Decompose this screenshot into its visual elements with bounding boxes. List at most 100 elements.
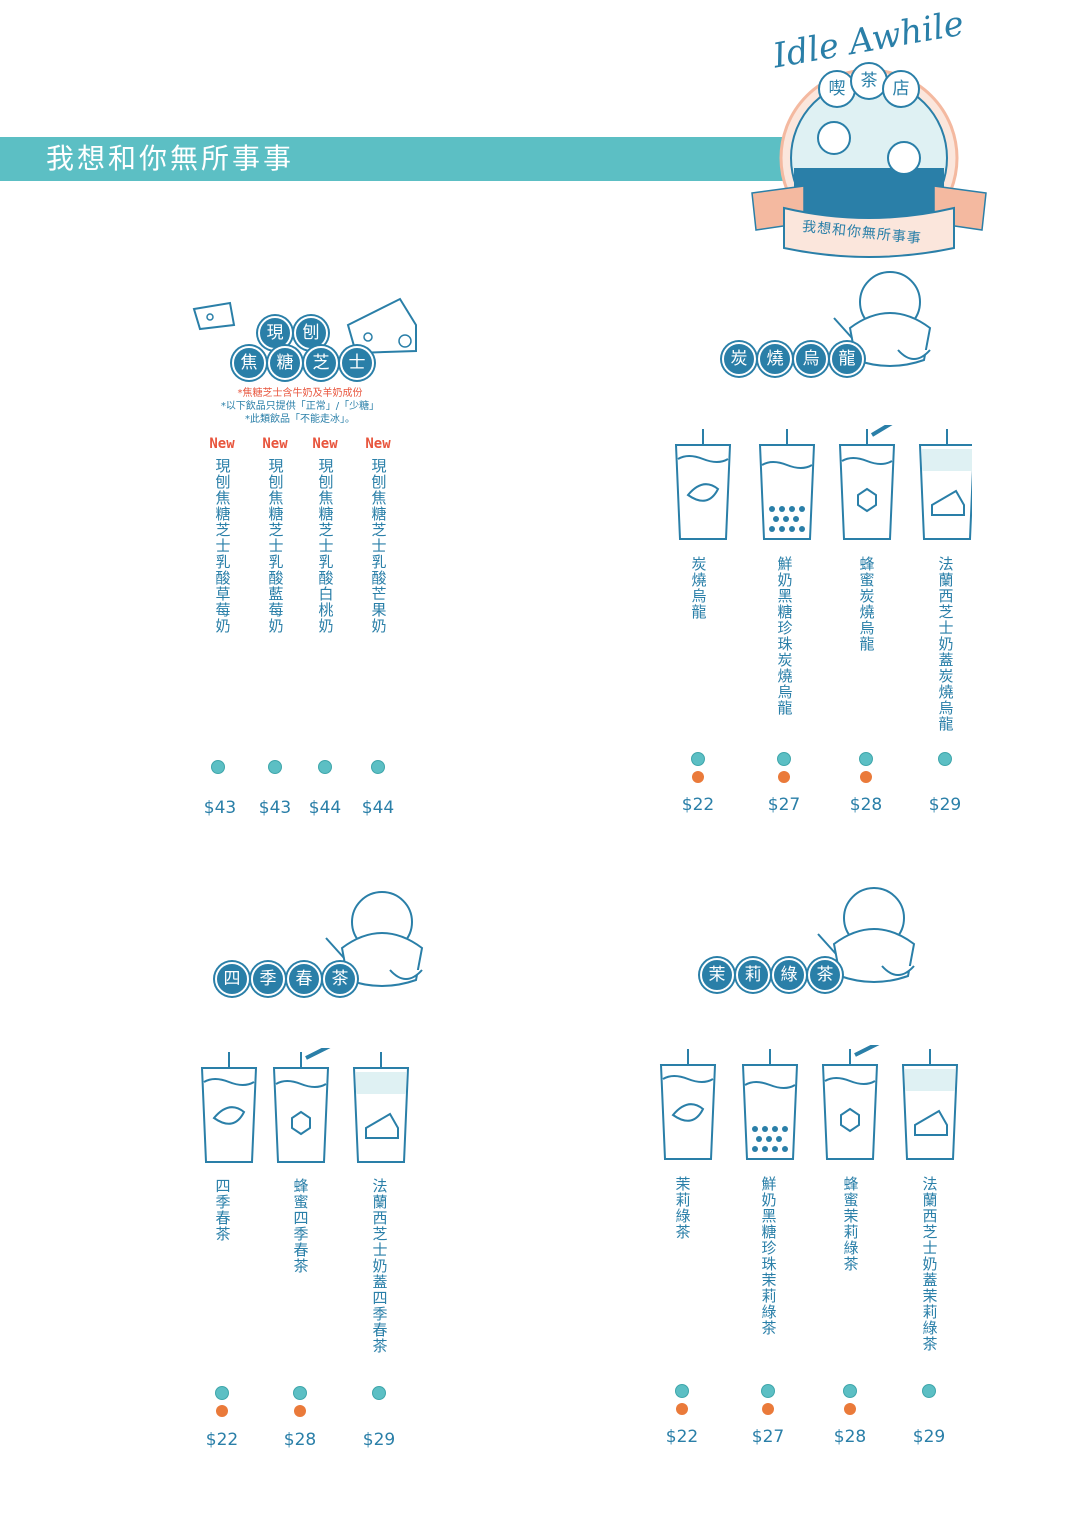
cheese-header-bottom: 焦 糖 芝 士 (232, 346, 374, 380)
new-badge: New (262, 436, 288, 452)
ice-icon (293, 1386, 307, 1400)
item-name: 四季春茶 (213, 1178, 232, 1242)
hot-cold-icons (820, 1384, 880, 1415)
menu-item-cheese-strawberry: New 現刨焦糖芝士乳酸草莓奶 (192, 436, 252, 634)
item-price: $43 (258, 798, 292, 818)
item-price: $44 (308, 798, 342, 818)
hot-cold-icons (668, 752, 728, 783)
ice-icon (215, 1386, 229, 1400)
header-char: 茶 (323, 962, 357, 996)
cheese-header-top: 現 刨 (258, 316, 328, 350)
top-banner: 我想和你無所事事 (0, 137, 800, 181)
header-char: 茶 (808, 958, 842, 992)
hot-cold-icons (295, 760, 355, 774)
menu-item-cheese-peach: New 現刨焦糖芝士乳酸白桃奶 (295, 436, 355, 634)
header-char: 士 (340, 346, 374, 380)
item-price: $29 (912, 1427, 946, 1447)
fire-icon (860, 771, 872, 783)
item-price: $43 (203, 798, 237, 818)
fire-icon (778, 771, 790, 783)
item-price: $22 (681, 795, 715, 815)
ice-icon (922, 1384, 936, 1398)
note-line-3: *此類飲品「不能走冰」。 (245, 414, 355, 425)
ice-icon (211, 760, 225, 774)
item-price: $28 (849, 795, 883, 815)
menu-item-cheese-four-season: 法蘭西芝士奶蓋四季春茶 (349, 1178, 409, 1354)
cup-honey-icon (821, 1045, 880, 1160)
hot-cold-icons (188, 760, 248, 774)
menu-item-cheese-jasmine: 法蘭西芝士奶蓋茉莉綠茶 (899, 1176, 959, 1352)
item-name: 鮮奶黑糖珍珠茉莉綠茶 (759, 1176, 778, 1336)
header-char: 莉 (736, 958, 770, 992)
hot-cold-icons (245, 760, 305, 774)
item-price: $28 (283, 1430, 317, 1450)
menu-item-pearl-jasmine: 鮮奶黑糖珍珠茉莉綠茶 (738, 1176, 798, 1336)
hot-cold-icons (915, 752, 975, 766)
item-name: 蜂蜜茉莉綠茶 (841, 1176, 860, 1272)
item-name: 茉莉綠茶 (673, 1176, 692, 1240)
menu-item-honey-oolong: 蜂蜜炭燒烏龍 (836, 556, 896, 652)
header-char: 龍 (830, 342, 864, 376)
item-price: $44 (361, 798, 395, 818)
hot-cold-icons (192, 1386, 252, 1417)
cup-tea-leaf-icon (674, 429, 732, 540)
item-name: 法蘭西芝士奶蓋四季春茶 (370, 1178, 389, 1354)
item-name: 蜂蜜四季春茶 (291, 1178, 310, 1274)
teapot-illustration (817, 887, 916, 983)
item-price: $29 (362, 1430, 396, 1450)
oolong-cups (674, 425, 972, 540)
new-badge: New (209, 436, 235, 452)
ice-icon (938, 752, 952, 766)
banner-title: 我想和你無所事事 (46, 142, 295, 175)
fire-icon (844, 1403, 856, 1415)
item-price: $29 (928, 795, 962, 815)
item-name: 炭燒烏龍 (689, 556, 708, 620)
menu-item-pearl-oolong: 鮮奶黑糖珍珠炭燒烏龍 (754, 556, 814, 716)
ice-icon (318, 760, 332, 774)
hot-cold-icons (754, 752, 814, 783)
header-char: 四 (215, 962, 249, 996)
four-season-cups (200, 1048, 410, 1163)
logo-badge-graphic (751, 68, 987, 258)
menu-item-cheese-oolong: 法蘭西芝士奶蓋炭燒烏龍 (915, 556, 975, 732)
cup-honey-icon (838, 425, 896, 540)
cup-cheese-icon (901, 1049, 959, 1160)
note-line-1: *焦糖芝士含牛奶及羊奶成份 (237, 388, 363, 399)
header-char: 茉 (700, 958, 734, 992)
item-name: 法蘭西芝士奶蓋茉莉綠茶 (920, 1176, 939, 1352)
cup-pearl-icon (758, 429, 816, 540)
menu-item-charcoal-oolong: 炭燒烏龍 (668, 556, 728, 620)
hot-cold-icons (836, 752, 896, 783)
hot-cold-icons (652, 1384, 712, 1415)
cheese-notes: *焦糖芝士含牛奶及羊奶成份 *以下飲品只提供「正常」/「少糖」 *此類飲品「不能… (200, 387, 400, 426)
ice-icon (372, 1386, 386, 1400)
item-price: $27 (767, 795, 801, 815)
header-char: 烏 (794, 342, 828, 376)
header-char: 現 (258, 316, 292, 350)
cup-tea-leaf-icon (200, 1052, 258, 1163)
header-char: 季 (251, 962, 285, 996)
hot-cold-icons (349, 1386, 409, 1400)
oolong-header: 炭 燒 烏 龍 (722, 342, 864, 376)
fire-icon (294, 1405, 306, 1417)
cup-cheese-icon (918, 429, 972, 540)
header-char: 糖 (268, 346, 302, 380)
hot-cold-icons (348, 760, 408, 774)
logo-char-3: 店 (882, 70, 920, 108)
ice-icon (843, 1384, 857, 1398)
item-price: $22 (205, 1430, 239, 1450)
cup-pearl-icon (741, 1049, 799, 1160)
header-char: 綠 (772, 958, 806, 992)
fire-icon (762, 1403, 774, 1415)
menu-item-cheese-mango: New 現刨焦糖芝士乳酸芒果奶 (348, 436, 408, 634)
item-name: 現刨焦糖芝士乳酸白桃奶 (316, 458, 335, 634)
teapot-illustration (833, 271, 932, 367)
item-price: $27 (751, 1427, 785, 1447)
ice-icon (691, 752, 705, 766)
hot-cold-icons (899, 1384, 959, 1398)
item-name: 蜂蜜炭燒烏龍 (857, 556, 876, 652)
menu-item-honey-four-season: 蜂蜜四季春茶 (270, 1178, 330, 1274)
cup-cheese-icon (352, 1052, 410, 1163)
ice-icon (777, 752, 791, 766)
new-badge: New (365, 436, 391, 452)
